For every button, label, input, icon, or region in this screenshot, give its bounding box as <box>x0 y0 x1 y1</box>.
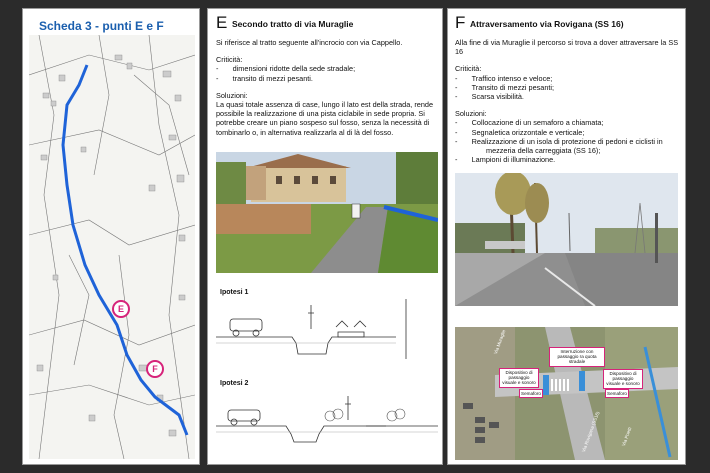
soluzioni-label: Soluzioni: <box>216 90 248 100</box>
soluzioni-text: La quasi totale assenza di case, lungo i… <box>216 100 434 137</box>
section-letter: F <box>455 13 466 32</box>
section-heading: Attraversamento via Rovigana (SS 16) <box>470 19 624 29</box>
aerial-photo: Interruzione con passaggio ra quota stra… <box>455 327 678 460</box>
section-e-panel: E Secondo tratto di via Muraglie Si rife… <box>207 8 443 465</box>
ipotesi-1-label: Ipotesi 1 <box>220 289 249 296</box>
map-title: Scheda 3 - punti E e F <box>39 19 164 33</box>
map-panel: Scheda 3 - punti E e F <box>22 8 200 465</box>
criticita-label: Criticità: <box>216 55 243 65</box>
marker-e[interactable]: E <box>112 300 130 318</box>
soluzioni-item: - Realizzazione di un isola di protezion… <box>455 136 663 156</box>
section-letter: E <box>216 13 228 32</box>
section-heading: Secondo tratto di via Muraglie <box>232 19 354 29</box>
annotation-semaforo-right: Semaforo <box>605 389 629 399</box>
criticita-item: - dimensioni ridotte della sede stradale… <box>216 64 356 74</box>
section-drawing-2 <box>216 396 438 443</box>
annotation-dispositivo-left: Dispositivo di passaggio visuale e sonor… <box>499 368 539 388</box>
criticita-item: - Scarsa visibilità. <box>455 92 524 102</box>
marker-f[interactable]: F <box>146 360 164 378</box>
criticita-item: - Traffico intenso e veloce; <box>455 73 553 83</box>
section-f-panel: F Attraversamento via Rovigana (SS 16) A… <box>447 8 686 465</box>
soluzioni-label: Soluzioni: <box>455 109 487 119</box>
section-text: Si riferisce al tratto seguente all'incr… <box>216 38 438 137</box>
annotation-semaforo-left: Semaforo <box>519 389 543 399</box>
criticita-item: - Transito di mezzi pesanti; <box>455 82 555 92</box>
annotation-interruzione: Interruzione con passaggio ra quota stra… <box>549 347 605 367</box>
section-drawing-1 <box>216 299 407 359</box>
ipotesi-2-label: Ipotesi 2 <box>220 380 249 387</box>
annotation-dispositivo-right: Dispositivo di passaggio visuale e sonor… <box>603 369 643 389</box>
road-photo <box>216 152 438 273</box>
crossing-photo <box>455 173 678 306</box>
soluzioni-item: - Collocazione di un semaforo a chiamata… <box>455 118 604 128</box>
intro-text: Si riferisce al tratto seguente all'incr… <box>216 38 403 47</box>
criticita-label: Criticità: <box>455 64 482 74</box>
criticita-item: - transito di mezzi pesanti. <box>216 73 313 83</box>
route-map: E F <box>28 34 196 460</box>
route-line <box>61 64 189 436</box>
map-drawing <box>28 34 196 460</box>
soluzioni-item: - Segnaletica orizzontale e verticale; <box>455 127 585 137</box>
section-text: Alla fine di via Muraglie il percorso si… <box>455 38 681 164</box>
soluzioni-item: - Lampioni di illuminazione. <box>455 155 556 165</box>
intro-text: Alla fine di via Muraglie il percorso si… <box>455 38 679 57</box>
